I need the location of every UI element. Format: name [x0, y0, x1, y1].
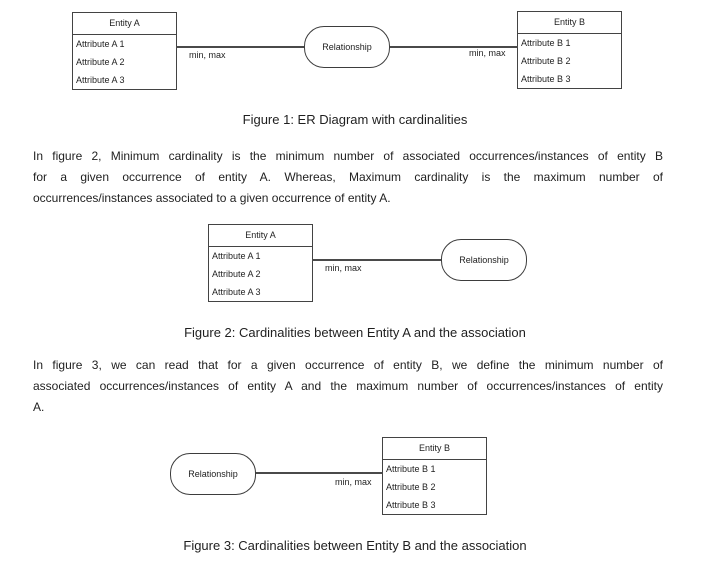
entity-a-attribute-2: Attribute A 2 — [212, 269, 261, 279]
paragraph-1-line-1: In figure 2, Minimum cardinality is the … — [33, 149, 663, 163]
relationship-oval: Relationship — [170, 453, 256, 495]
paragraph-2-line-1: In figure 3, we can read that for a give… — [33, 358, 663, 372]
entity-a-title: Entity A — [209, 225, 312, 247]
paragraph-2-line-2: associated occurrences/instances of enti… — [33, 379, 663, 393]
entity-b-attribute-1: Attribute B 1 — [386, 464, 436, 474]
entity-b-box: Entity B Attribute B 1 Attribute B 2 Att… — [382, 437, 487, 515]
entity-a-attribute-3: Attribute A 3 — [212, 287, 261, 297]
figure2-caption: Figure 2: Cardinalities between Entity A… — [184, 325, 526, 340]
cardinality-label-right: min, max — [469, 48, 506, 58]
entity-a-attribute-1: Attribute A 1 — [76, 39, 125, 49]
entity-b-attribute-3: Attribute B 3 — [386, 500, 436, 510]
paragraph-2: In figure 3, we can read that for a give… — [33, 355, 663, 418]
relationship-oval: Relationship — [441, 239, 527, 281]
entity-b-attribute-2: Attribute B 2 — [521, 56, 571, 66]
cardinality-label: min, max — [325, 263, 362, 273]
entity-b-attribute-1: Attribute B 1 — [521, 38, 571, 48]
connector-line-a-relationship — [176, 46, 306, 48]
entity-b-box: Entity B Attribute B 1 Attribute B 2 Att… — [517, 11, 622, 89]
connector-line-relationship-b — [389, 46, 518, 48]
paragraph-1: In figure 2, Minimum cardinality is the … — [33, 146, 663, 209]
entity-a-attribute-3: Attribute A 3 — [76, 75, 125, 85]
paragraph-2-line-3: A. — [33, 400, 45, 414]
entity-a-title: Entity A — [73, 13, 176, 35]
entity-a-box: Entity A Attribute A 1 Attribute A 2 Att… — [72, 12, 177, 90]
figure3-caption: Figure 3: Cardinalities between Entity B… — [183, 538, 527, 553]
cardinality-label: min, max — [335, 477, 372, 487]
cardinality-label-left: min, max — [189, 50, 226, 60]
entity-b-attribute-2: Attribute B 2 — [386, 482, 436, 492]
connector-line-relationship-b — [255, 472, 383, 474]
paragraph-1-line-2: for a given occurrence of entity A. Wher… — [33, 170, 663, 184]
paragraph-1-line-3: occurrences/instances associated to a gi… — [33, 191, 391, 205]
connector-line-a-relationship — [312, 259, 443, 261]
entity-a-attribute-1: Attribute A 1 — [212, 251, 261, 261]
figure1-caption: Figure 1: ER Diagram with cardinalities — [242, 112, 468, 127]
entity-a-box: Entity A Attribute A 1 Attribute A 2 Att… — [208, 224, 313, 302]
entity-b-title: Entity B — [383, 438, 486, 460]
entity-a-attribute-2: Attribute A 2 — [76, 57, 125, 67]
relationship-oval: Relationship — [304, 26, 390, 68]
entity-b-title: Entity B — [518, 12, 621, 34]
entity-b-attribute-3: Attribute B 3 — [521, 74, 571, 84]
